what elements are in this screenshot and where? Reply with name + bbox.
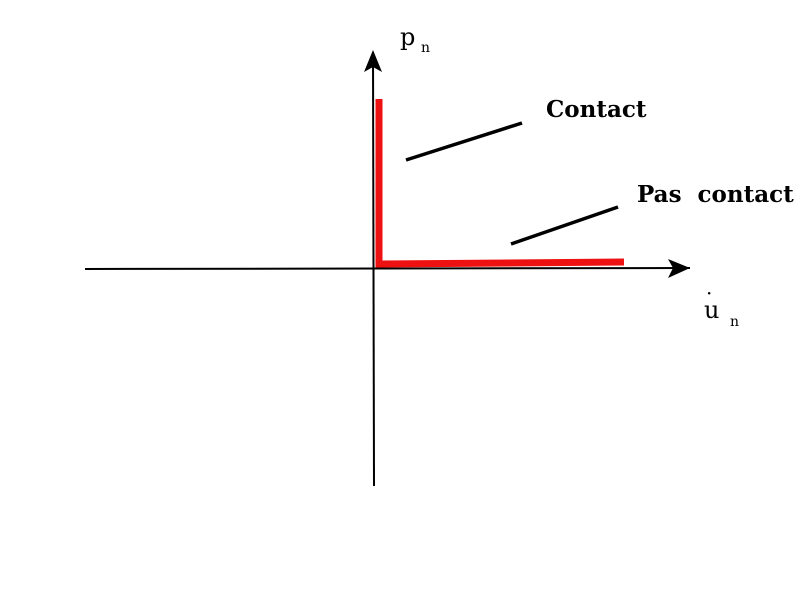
vertical-axis-subscript: n xyxy=(421,40,430,56)
vertical-axis-symbol: p xyxy=(400,23,415,51)
contact-pointer-line xyxy=(405,121,523,162)
horizontal-axis-symbol: u xyxy=(704,296,719,324)
vertical-axis-arrow-icon xyxy=(364,50,382,72)
vertical-axis xyxy=(372,51,375,487)
contact-law-curve xyxy=(375,99,625,268)
horizontal-axis-arrow-icon xyxy=(668,259,690,278)
vertical-axis-label: p xyxy=(400,23,415,51)
horizontal-axis-subscript: n xyxy=(730,314,739,330)
no-contact-pointer-line xyxy=(510,205,619,246)
contact-label: Contact xyxy=(546,96,647,123)
horizontal-axis xyxy=(84,267,691,270)
no-contact-label: Pas contact xyxy=(637,181,794,208)
horizontal-axis-dot: · xyxy=(706,281,712,305)
